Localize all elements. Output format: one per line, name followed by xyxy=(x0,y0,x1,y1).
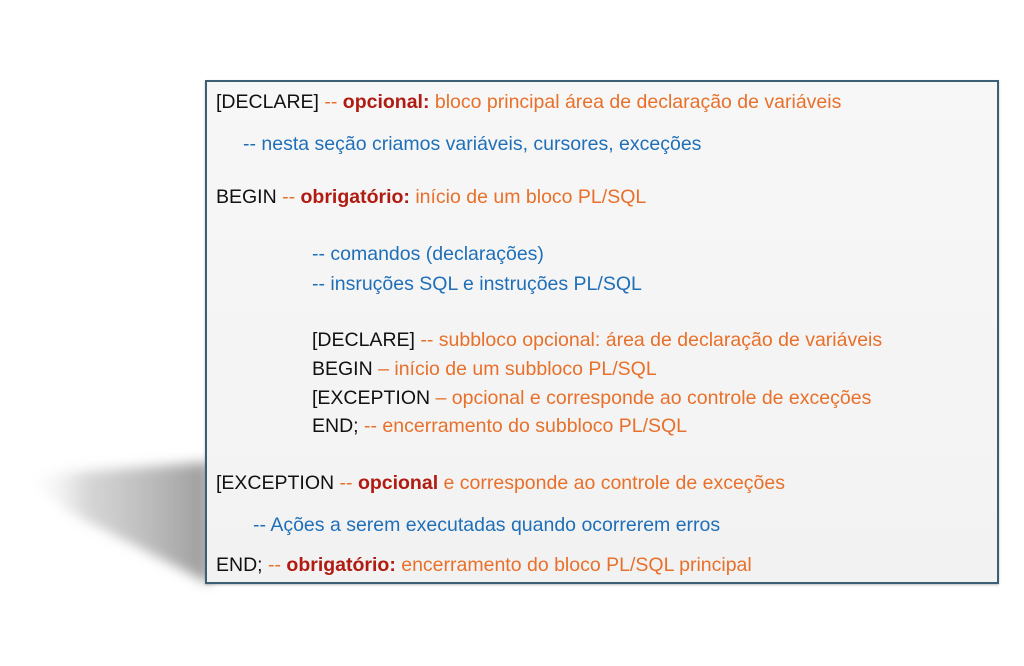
subblock-begin-description: – início de um subbloco PL/SQL xyxy=(372,358,657,380)
exception-optional-label: opcional xyxy=(357,472,439,494)
end-separator: -- xyxy=(262,554,287,576)
declare-separator: -- xyxy=(318,91,343,113)
declare-note: -- nesta seção criamos variáveis, cursor… xyxy=(243,133,702,155)
end-keyword: END; xyxy=(216,554,263,576)
subblock-exception-description: – opcional e corresponde ao controle de … xyxy=(430,387,872,409)
exception-line: [EXCEPTION -- opcional e corresponde ao … xyxy=(216,471,785,495)
subblock-end-description: -- encerramento do subbloco PL/SQL xyxy=(358,415,688,437)
subblock-begin-keyword: BEGIN xyxy=(312,358,373,380)
end-required-label: obrigatório: xyxy=(286,554,396,576)
begin-description: início de um bloco PL/SQL xyxy=(409,186,647,208)
subblock-exception-line: [EXCEPTION – opcional e corresponde ao c… xyxy=(312,386,871,410)
subblock-end-keyword: END; xyxy=(312,415,359,437)
declare-optional-label: opcional: xyxy=(342,91,430,113)
comment-sql: -- insruções SQL e instruções PL/SQL xyxy=(312,273,642,295)
end-line: END; -- obrigatório: encerramento do blo… xyxy=(216,553,752,577)
begin-line: BEGIN -- obrigatório: início de um bloco… xyxy=(216,185,646,209)
subblock-declare-line: [DECLARE] -- subbloco opcional: área de … xyxy=(312,328,882,352)
declare-keyword: [DECLARE] xyxy=(216,91,319,113)
declare-line: [DECLARE] -- opcional: bloco principal á… xyxy=(216,90,841,114)
declare-description: bloco principal área de declaração de va… xyxy=(429,91,842,113)
exception-keyword: [EXCEPTION xyxy=(216,472,335,494)
subblock-exception-keyword: [EXCEPTION xyxy=(312,387,431,409)
subblock-end-line: END; -- encerramento do subbloco PL/SQL xyxy=(312,414,687,438)
exception-note: -- Ações a serem executadas quando ocorr… xyxy=(253,514,721,536)
subblock-begin-line: BEGIN – início de um subbloco PL/SQL xyxy=(312,357,657,381)
comment-commands: -- comandos (declarações) xyxy=(312,243,544,265)
subblock-declare-description: -- subbloco opcional: área de declaração… xyxy=(414,329,883,351)
end-description: encerramento do bloco PL/SQL principal xyxy=(395,554,752,576)
exception-separator: -- xyxy=(334,472,358,494)
begin-separator: -- xyxy=(276,186,301,208)
begin-keyword: BEGIN xyxy=(216,186,277,208)
exception-description: e corresponde ao controle de exceções xyxy=(438,472,785,494)
begin-required-label: obrigatório: xyxy=(300,186,410,208)
plsql-block-panel: [DECLARE] -- opcional: bloco principal á… xyxy=(205,80,999,584)
subblock-declare-keyword: [DECLARE] xyxy=(312,329,415,351)
